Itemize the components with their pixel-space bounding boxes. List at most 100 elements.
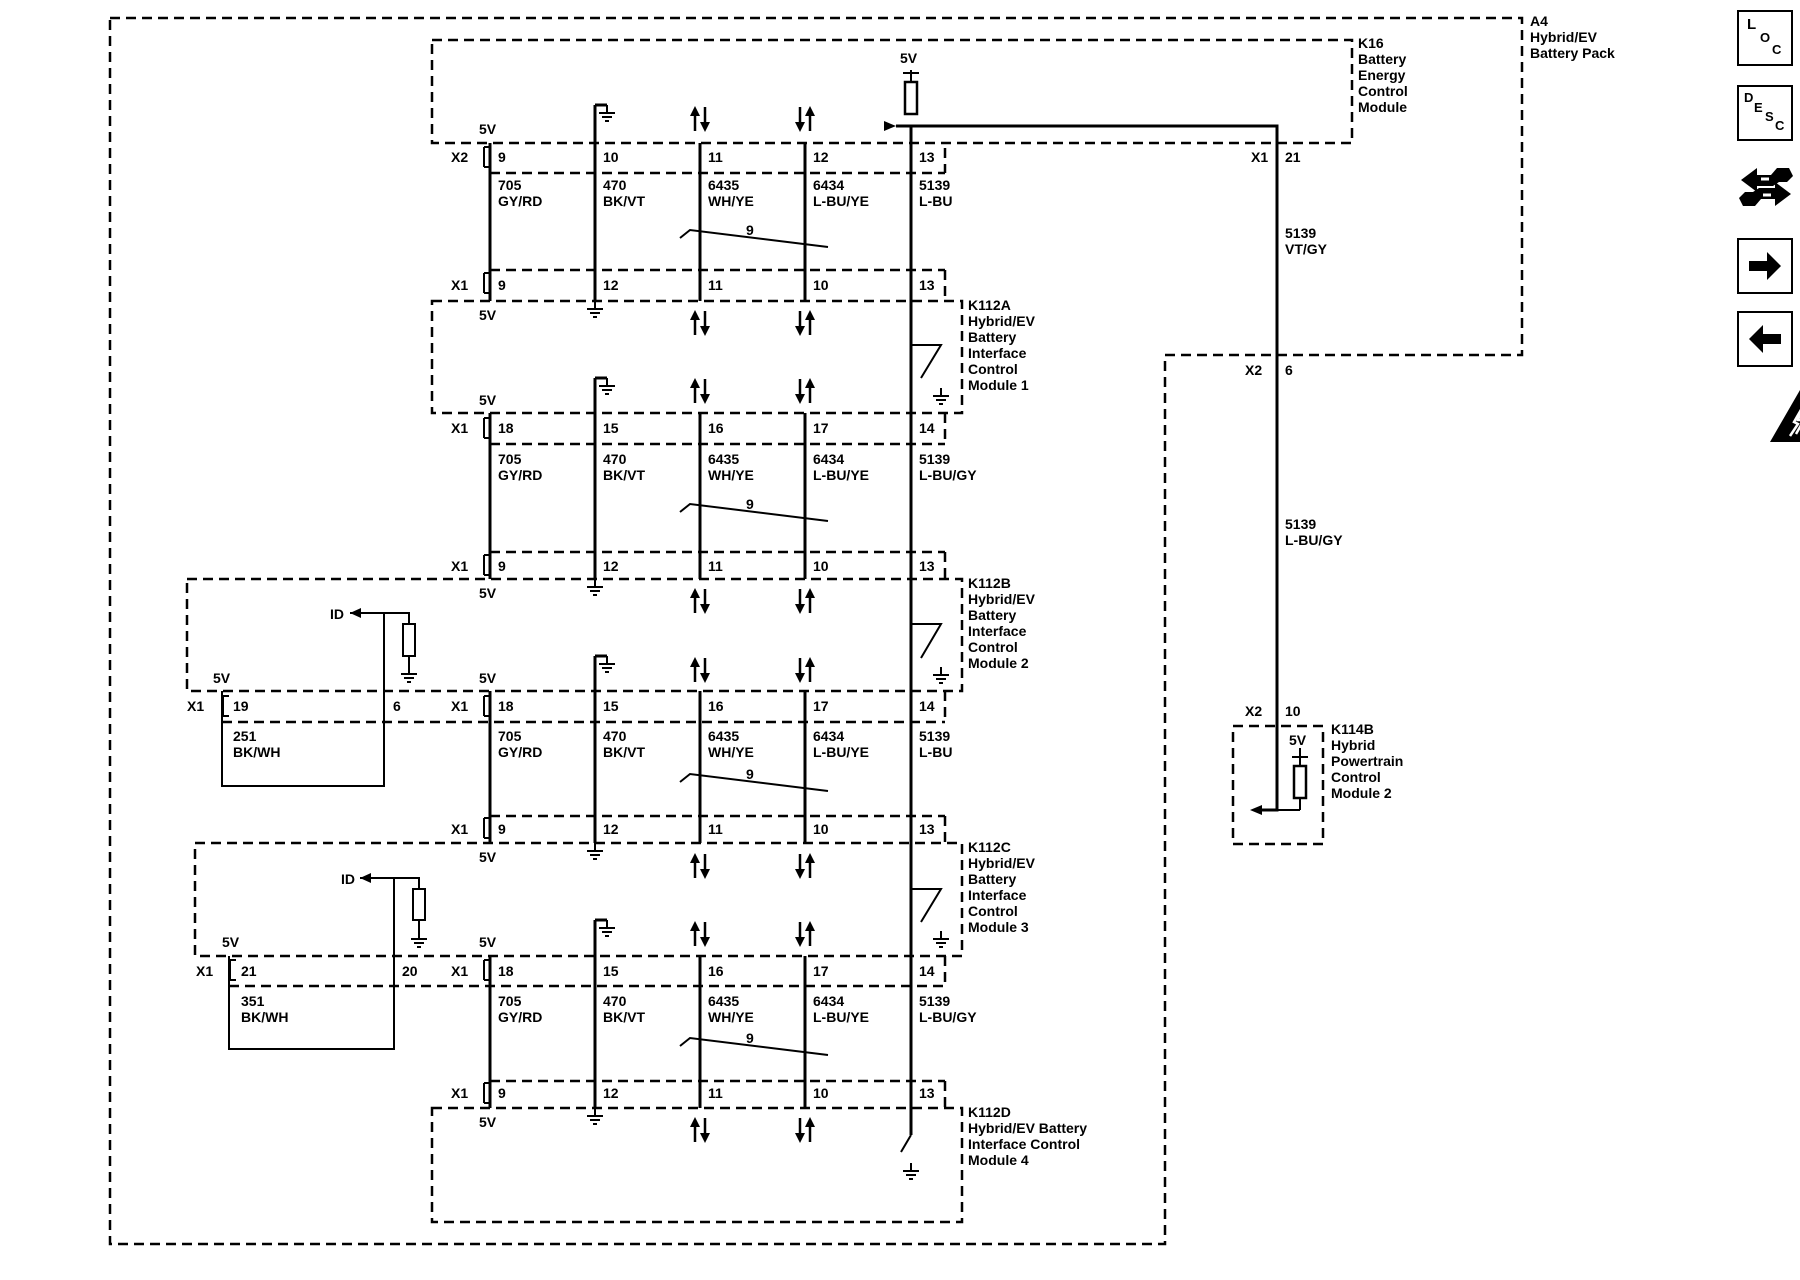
- next-page-button[interactable]: [1737, 238, 1793, 294]
- k112c-id-resistor: [412, 888, 426, 921]
- wire-470: [593, 103, 607, 1108]
- twist-label: 9: [746, 1030, 754, 1046]
- diagram-label: 11: [708, 558, 723, 574]
- diagram-label: 5V: [479, 1114, 497, 1130]
- desc-letter-s: S: [1765, 109, 1774, 124]
- diagram-label: 18: [498, 963, 514, 979]
- diagram-label: 13: [919, 1085, 935, 1101]
- diagram-label: 12: [603, 1085, 619, 1101]
- electric-shock-warning-icon: [1770, 390, 1800, 442]
- diagram-label: 5139: [919, 177, 950, 193]
- desc-letter-e: E: [1754, 100, 1763, 115]
- diagram-label: BK/VT: [603, 193, 645, 209]
- diagram-label: 21: [241, 963, 257, 979]
- k112b-id-resistor: [402, 623, 416, 657]
- k112a-module-boundary: [430, 299, 964, 415]
- diagram-label: WH/YE: [708, 467, 754, 483]
- diagram-label: WH/YE: [708, 1009, 754, 1025]
- diagram-label: 5V: [213, 670, 231, 686]
- diagram-label: X1: [451, 698, 468, 714]
- diagram-label: X1: [451, 277, 468, 293]
- connector-view-button[interactable]: [1737, 158, 1795, 218]
- id-circuit-k112c: [228, 877, 420, 1050]
- diagram-label: 705: [498, 993, 522, 1009]
- k112c-ref: K112C: [968, 839, 1011, 855]
- diagram-label: 5V: [479, 307, 497, 323]
- k112a-5139-switch: [911, 344, 943, 379]
- diagram-label: 13: [919, 821, 935, 837]
- diagram-label: 251: [233, 728, 257, 744]
- location-view-button[interactable]: L O C: [1737, 10, 1793, 66]
- diagram-label: 351: [241, 993, 265, 1009]
- diagram-label: 5V: [479, 934, 497, 950]
- k112a-ref: K112A: [968, 297, 1011, 313]
- diagram-label: GY/RD: [498, 193, 542, 209]
- diagram-label: L-BU/YE: [813, 467, 869, 483]
- diagram-label: 5V: [479, 849, 497, 865]
- diagram-label: L-BU/GY: [919, 1009, 977, 1025]
- a4-line1: Hybrid/EV: [1530, 29, 1598, 45]
- diagram-label: X2: [1245, 703, 1262, 719]
- diagram-label: 6: [1285, 362, 1293, 378]
- arrow-right-icon: [1749, 252, 1781, 280]
- k112c-line5: Module 3: [968, 919, 1029, 935]
- diagram-label: 5139: [919, 993, 950, 1009]
- diagram-label: 9: [498, 558, 506, 574]
- diagram-label: 11: [708, 821, 723, 837]
- diagram-label: 15: [603, 698, 619, 714]
- 5v-labels: 5V 5V 5V 5V 5V 5V 5V 5V 5V 5V 5V 5V: [213, 50, 1307, 1130]
- k114b-module-boundary: [1231, 724, 1325, 846]
- k112d-line3: Module 4: [968, 1152, 1029, 1168]
- diagram-label: 14: [919, 698, 935, 714]
- k112b-line1: Hybrid/EV: [968, 591, 1036, 607]
- diagram-label: 12: [603, 558, 619, 574]
- k112d-module-boundary: [430, 1106, 964, 1224]
- connector-brackets: [222, 146, 491, 1104]
- diagram-label: 6434: [813, 177, 844, 193]
- k16-line4: Module: [1358, 99, 1407, 115]
- diagram-label: 15: [603, 963, 619, 979]
- diagram-label: WH/YE: [708, 744, 754, 760]
- a4-ref: A4: [1530, 13, 1548, 29]
- diagram-label: 14: [919, 963, 935, 979]
- diagram-label: 17: [813, 963, 829, 979]
- desc-letter-d: D: [1744, 90, 1754, 105]
- diagram-label: 6435: [708, 451, 739, 467]
- arrow-left-icon: [1749, 325, 1781, 353]
- diagram-label: 16: [708, 420, 724, 436]
- diagram-label: 12: [603, 821, 619, 837]
- k112b-line4: Control: [968, 639, 1018, 655]
- diagram-label: X1: [196, 963, 213, 979]
- id-label-k112b: ID: [330, 606, 344, 622]
- diagram-label: 6434: [813, 993, 844, 1009]
- twist-label: 9: [746, 496, 754, 512]
- description-view-button[interactable]: D E S C: [1737, 85, 1793, 141]
- diagram-label: L-BU: [919, 744, 952, 760]
- diagram-label: X1: [1251, 149, 1268, 165]
- diagram-label: 13: [919, 149, 935, 165]
- k112c-line3: Interface: [968, 887, 1027, 903]
- diagram-label: 20: [402, 963, 418, 979]
- diagram-label: 13: [919, 558, 935, 574]
- high-voltage-warning-button[interactable]: [1768, 386, 1800, 446]
- diagram-label: L-BU/YE: [813, 193, 869, 209]
- previous-page-button[interactable]: [1737, 311, 1793, 367]
- k112b-5139-switch: [911, 623, 943, 659]
- diagram-label: 12: [813, 149, 829, 165]
- connector-labels: X2 X1 X1 X1 X1 X1 X1 X1 X1 X1 X1 X2 X2: [187, 149, 1268, 1101]
- diagram-label: 10: [813, 558, 829, 574]
- diagram-label: 11: [708, 277, 723, 293]
- diagram-label: X1: [187, 698, 204, 714]
- diagram-label: 705: [498, 451, 522, 467]
- diagram-label: 14: [919, 420, 935, 436]
- diagram-label: 5V: [1289, 732, 1307, 748]
- k112d-line2: Interface Control: [968, 1136, 1080, 1152]
- diagram-label: X1: [451, 1085, 468, 1101]
- twist-label: 9: [746, 222, 754, 238]
- diagram-label: 5V: [900, 50, 918, 66]
- k112c-line2: Battery: [968, 871, 1016, 887]
- k114b-input-arrow: [1250, 805, 1262, 815]
- diagram-label: 470: [603, 451, 627, 467]
- k16-module-boundary: [430, 38, 1354, 145]
